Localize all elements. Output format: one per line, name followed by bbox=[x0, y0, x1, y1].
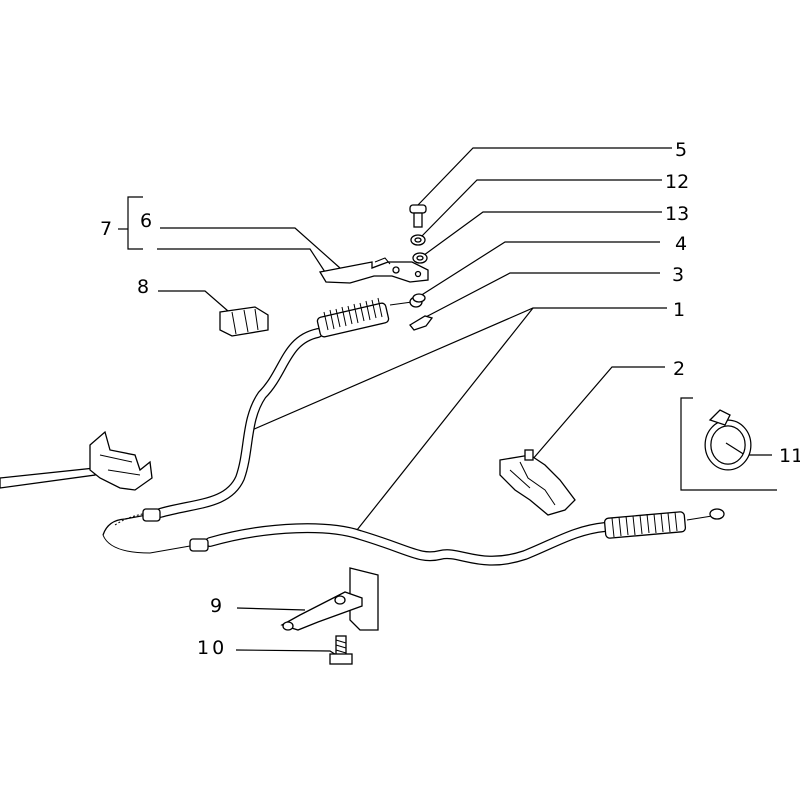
hardware-stack bbox=[409, 204, 434, 331]
callout-8: 8 bbox=[137, 276, 149, 298]
boot-part-8 bbox=[219, 306, 269, 337]
lever-plate-6 bbox=[318, 257, 429, 284]
callout-2: 2 bbox=[673, 358, 685, 380]
callout-13: 13 bbox=[665, 203, 689, 225]
stud-part-10 bbox=[329, 635, 353, 665]
callout-3: 3 bbox=[672, 264, 684, 286]
callout-12: 12 bbox=[665, 171, 689, 193]
callout-labels: 5 12 13 4 3 1 2 7 6 8 9 10 11 bbox=[100, 139, 800, 659]
callout-7: 7 bbox=[100, 218, 112, 240]
hose-clamp-part-11 bbox=[704, 409, 752, 471]
hand-lever bbox=[0, 430, 153, 491]
callout-9: 9 bbox=[210, 595, 222, 617]
callout-4: 4 bbox=[675, 233, 687, 255]
handbrake-cable-main bbox=[102, 296, 725, 566]
callout-10: 10 bbox=[197, 637, 227, 659]
callout-11: 11 bbox=[779, 445, 800, 467]
plate-part-9 bbox=[280, 567, 379, 631]
callout-1: 1 bbox=[673, 299, 685, 321]
callout-6: 6 bbox=[140, 210, 152, 232]
callout-5: 5 bbox=[675, 139, 687, 161]
bracket-part-2 bbox=[499, 449, 576, 516]
